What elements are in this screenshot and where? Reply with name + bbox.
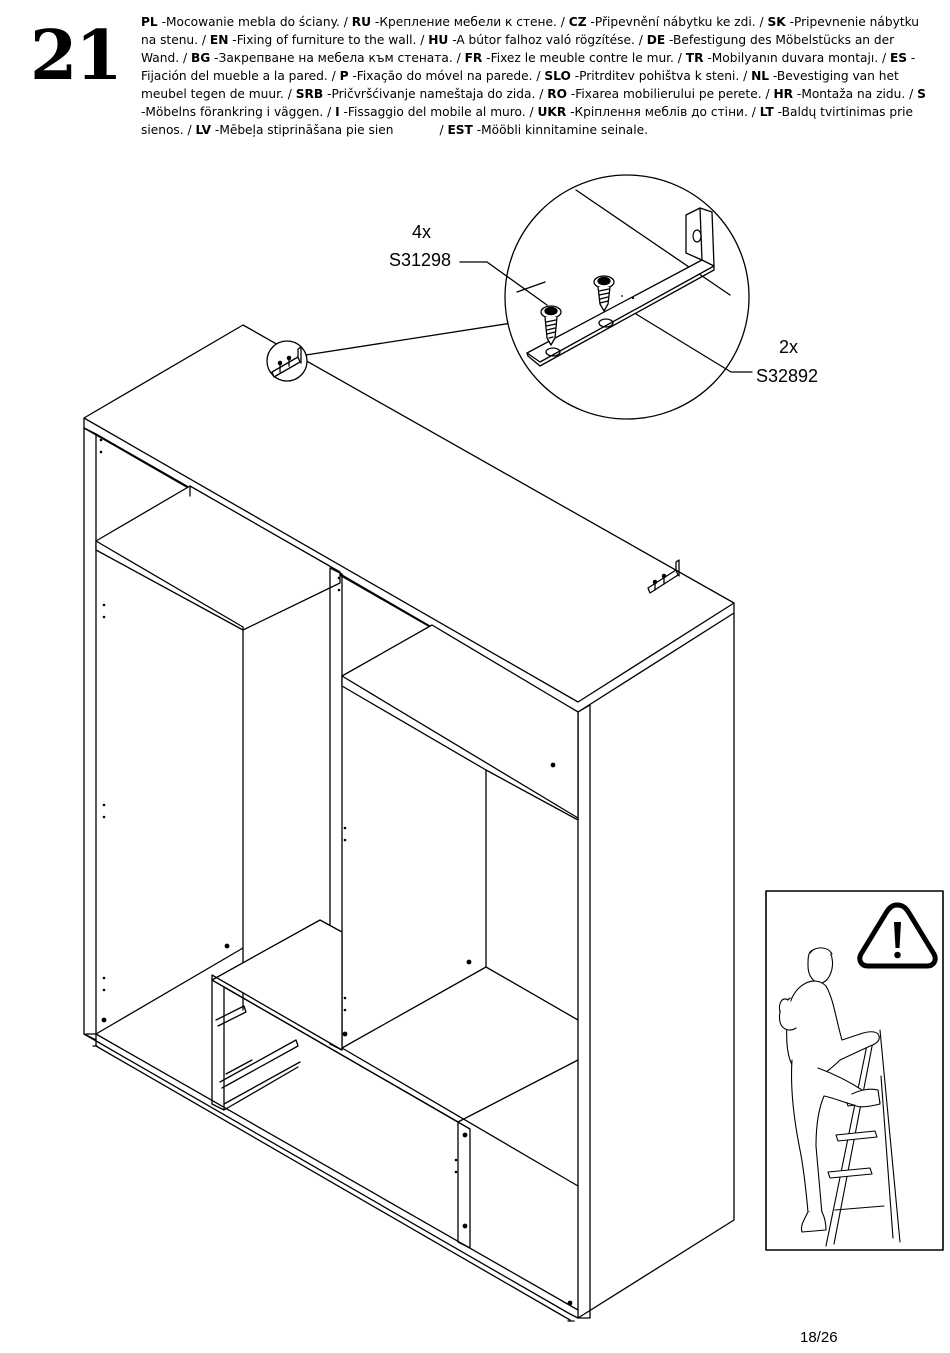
lang-code: HU	[428, 33, 449, 47]
lang-text: Mēbeļa stiprināšana pie sien	[219, 123, 394, 137]
bracket-quantity: 2x	[779, 337, 799, 357]
lang-text: Закрепване на мебела към стената. /	[218, 51, 461, 65]
lang-text: Mocowanie mebla do ściany. /	[165, 15, 348, 29]
lang-text: Fissaggio del mobile al muro. /	[347, 105, 534, 119]
lang-code: RU	[351, 15, 372, 29]
lang-code: NL	[751, 69, 770, 83]
lang-code: TR	[685, 51, 704, 65]
lang-code: RO	[547, 87, 567, 101]
lang-code: CZ	[568, 15, 587, 29]
lang-code: LT	[759, 105, 774, 119]
instructions-text: PL -Mocowanie mebla do ściany. / RU -Кре…	[141, 15, 926, 137]
screw-code: S31298	[389, 250, 452, 270]
lang-text: Fixação do móvel na parede. /	[356, 69, 541, 83]
bracket-callout-line	[635, 313, 753, 373]
person-on-ladder-illustration	[778, 947, 901, 1247]
lang-code: EN	[209, 33, 229, 47]
lang-text: Pritrditev pohištva k steni. /	[579, 69, 748, 83]
lang-text: Pričvršćivanje nameštaja do zida. /	[331, 87, 544, 101]
lang-text: Befestigung des Möbelstücks an der Wand.…	[141, 33, 895, 65]
lang-code: DE	[646, 33, 666, 47]
screw-callout-line	[459, 261, 548, 306]
bracket-on-top-right	[647, 559, 680, 594]
lang-text: Крепление мебели к стене. /	[379, 15, 565, 29]
lang-text: Fixez le meuble contre le mur. /	[490, 51, 682, 65]
lang-code: ES	[889, 51, 908, 65]
lang-text: Připevnění nábytku ke zdi. /	[594, 15, 764, 29]
lang-text: Mööbli kinnitamine seinale.	[481, 123, 649, 137]
warning-box	[765, 890, 944, 1251]
lang-code: FR	[464, 51, 483, 65]
lang-code: LV	[195, 123, 212, 137]
lang-text: Fijación del mueble a la pared. /	[141, 69, 336, 83]
detail-magnifier	[504, 174, 750, 420]
detail-leader-line	[305, 322, 513, 356]
warning-triangle-icon	[857, 902, 938, 969]
lang-code: BG	[190, 51, 211, 65]
lang-text: Möbelns förankring i väggen. /	[145, 105, 332, 119]
lang-code: PL	[141, 15, 158, 29]
lang-text: Montaža na zidu. /	[801, 87, 914, 101]
lang-text: Fixarea mobilierului pe perete. /	[575, 87, 770, 101]
page-number: 18/26	[800, 1329, 838, 1346]
screw-icon	[540, 305, 562, 346]
lang-text: Mobilyanın duvara montajı. /	[711, 51, 887, 65]
lang-code: SK	[767, 15, 786, 29]
wardrobe-illustration	[83, 324, 735, 1322]
shelf-pin-holes	[99, 438, 573, 1306]
lang-code: HR	[773, 87, 794, 101]
lang-text: Fixing of furniture to the wall. /	[236, 33, 425, 47]
lang-code: SLO	[544, 69, 571, 83]
lang-text: Bevestiging van het meubel tegen de muur…	[141, 69, 899, 101]
lang-text: Pripevnenie nábytku na stenu. /	[141, 15, 920, 47]
lang-code: EST	[447, 123, 473, 137]
lang-text: Кріплення меблів до стіни. /	[574, 105, 756, 119]
step-number: 21	[30, 16, 123, 96]
bracket-code: S32892	[756, 366, 819, 386]
lang-code: S	[917, 87, 926, 101]
screw-quantity: 4x	[412, 222, 432, 242]
lang-code: I	[335, 105, 340, 119]
lang-code: UKR	[537, 105, 567, 119]
lang-text: Baldų tvirtinimas prie sienos. /	[141, 105, 914, 137]
screw-icon	[593, 275, 615, 312]
bracket-on-top-left	[266, 340, 308, 382]
lang-text: A bútor falhoz való rögzítése. /	[456, 33, 643, 47]
lang-code: P	[339, 69, 349, 83]
lang-code: SRB	[295, 87, 324, 101]
